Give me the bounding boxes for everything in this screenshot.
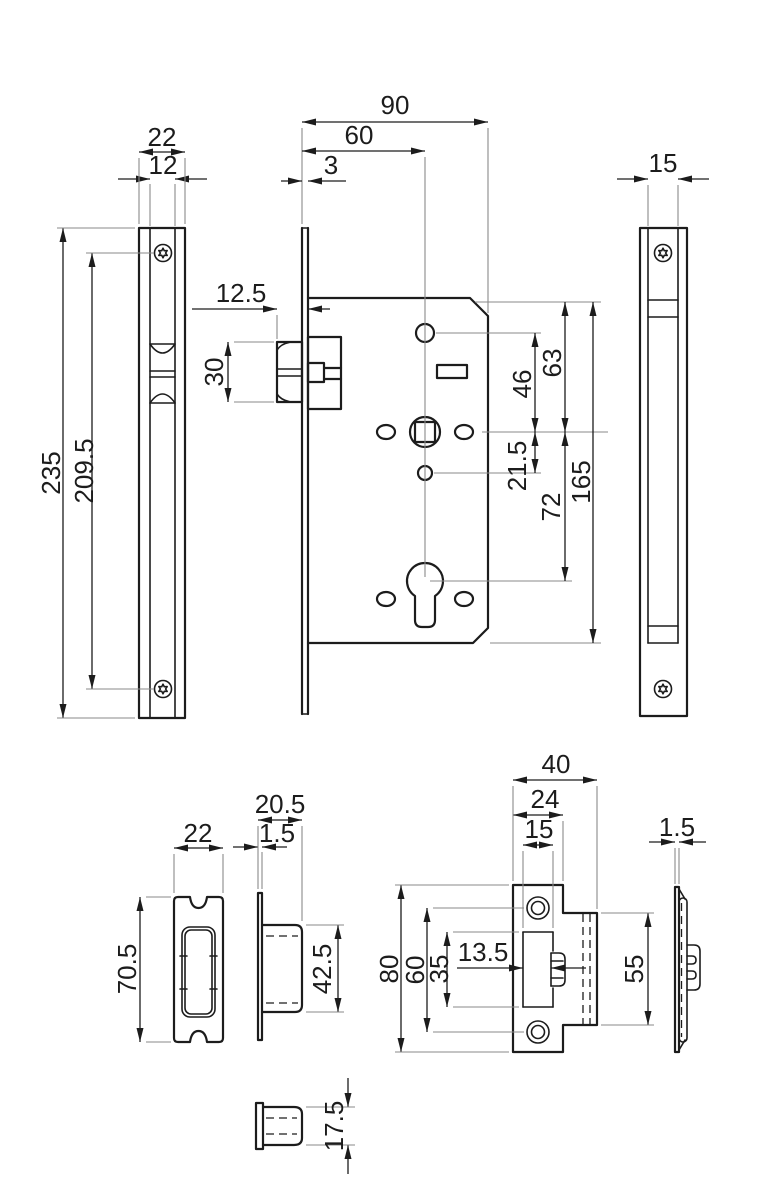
dim-top-to-spindle: 63 — [537, 349, 567, 378]
dustbox-plate-side — [256, 891, 264, 1042]
dim-case-thickness: 15 — [649, 148, 678, 178]
dim-strike-plate-thickness: 1.5 — [659, 812, 695, 842]
dustbox-box-side — [260, 923, 304, 1014]
dim-dustbox-box-depth: 17.5 — [319, 1101, 349, 1152]
dim-strike-opening-width: 15 — [525, 814, 554, 844]
fixing-hole-right — [453, 423, 475, 441]
dim-dustbox-depth: 20.5 — [255, 789, 306, 819]
dim-hole-to-spindle: 46 — [507, 370, 537, 399]
lock-case-outline — [306, 296, 490, 645]
euro-cylinder-hole — [405, 561, 445, 629]
dustbox-box-top — [261, 1105, 304, 1147]
dim-strike-plate-width: 24 — [531, 784, 560, 814]
view-dustbox-front: 22 70.5 — [112, 818, 225, 1044]
dim-dustbox-width: 22 — [184, 818, 213, 848]
strike-plate-outline — [511, 883, 599, 1054]
faceplate-side-outline — [638, 226, 689, 718]
view-lock-case-side: 15 — [617, 148, 709, 718]
dustbox-plate-top — [254, 1101, 265, 1151]
dim-spindle-to-cylinder: 72 — [536, 493, 566, 522]
dim-strike-screw-spacing: 60 — [400, 956, 430, 985]
dim-spindle-to-hole: 21.5 — [502, 441, 532, 492]
dim-dustbox-box-height: 42.5 — [307, 944, 337, 995]
dim-latch-projection: 12.5 — [216, 278, 267, 308]
dim-faceplate-height: 235 — [36, 451, 66, 494]
fixing-hole-right-lower — [453, 590, 475, 608]
dim-backset: 60 — [345, 120, 374, 150]
dim-strike-plate-height: 80 — [374, 955, 404, 984]
view-dustbox-top: 17.5 — [254, 1078, 355, 1174]
strike-box-tab — [686, 944, 701, 991]
dim-faceplate-core-width: 12 — [149, 150, 178, 180]
latch-bolt — [275, 335, 343, 411]
dim-latch-height: 30 — [199, 358, 229, 387]
view-lock-case-front: 90 60 3 12.5 30 46 63 21.5 72 165 — [192, 90, 608, 716]
strike-latch-opening — [522, 931, 566, 1008]
fixing-hole-left-lower — [375, 590, 397, 608]
dim-faceplate-thickness: 3 — [324, 150, 338, 180]
dim-dustbox-plate-thickness: 1.5 — [259, 818, 295, 848]
dim-strike-latch-offset: 13.5 — [458, 937, 509, 967]
dim-faceplate-width: 22 — [148, 122, 177, 152]
dim-strike-total-width: 40 — [542, 749, 571, 779]
dim-dustbox-height: 70.5 — [112, 944, 142, 995]
dim-case-width: 90 — [381, 90, 410, 120]
dim-faceplate-screw-spacing: 209.5 — [69, 438, 99, 503]
view-strike-front: 40 24 15 13.5 80 60 35 55 — [374, 749, 654, 1054]
faceplate-outline — [137, 226, 187, 720]
dustbox-outline — [172, 895, 225, 1044]
view-strike-side: 1.5 — [649, 812, 706, 1054]
latch-window — [149, 343, 176, 404]
dim-case-height: 165 — [566, 460, 596, 503]
dim-strike-flange-height: 55 — [619, 955, 649, 984]
dim-strike-opening-height: 35 — [424, 955, 454, 984]
view-dustbox-side: 20.5 1.5 42.5 — [233, 789, 344, 1042]
view-faceplate-front: 22 12 235 209.5 — [36, 122, 207, 720]
fixing-hole-left — [375, 423, 397, 441]
slot-hole — [435, 363, 469, 380]
